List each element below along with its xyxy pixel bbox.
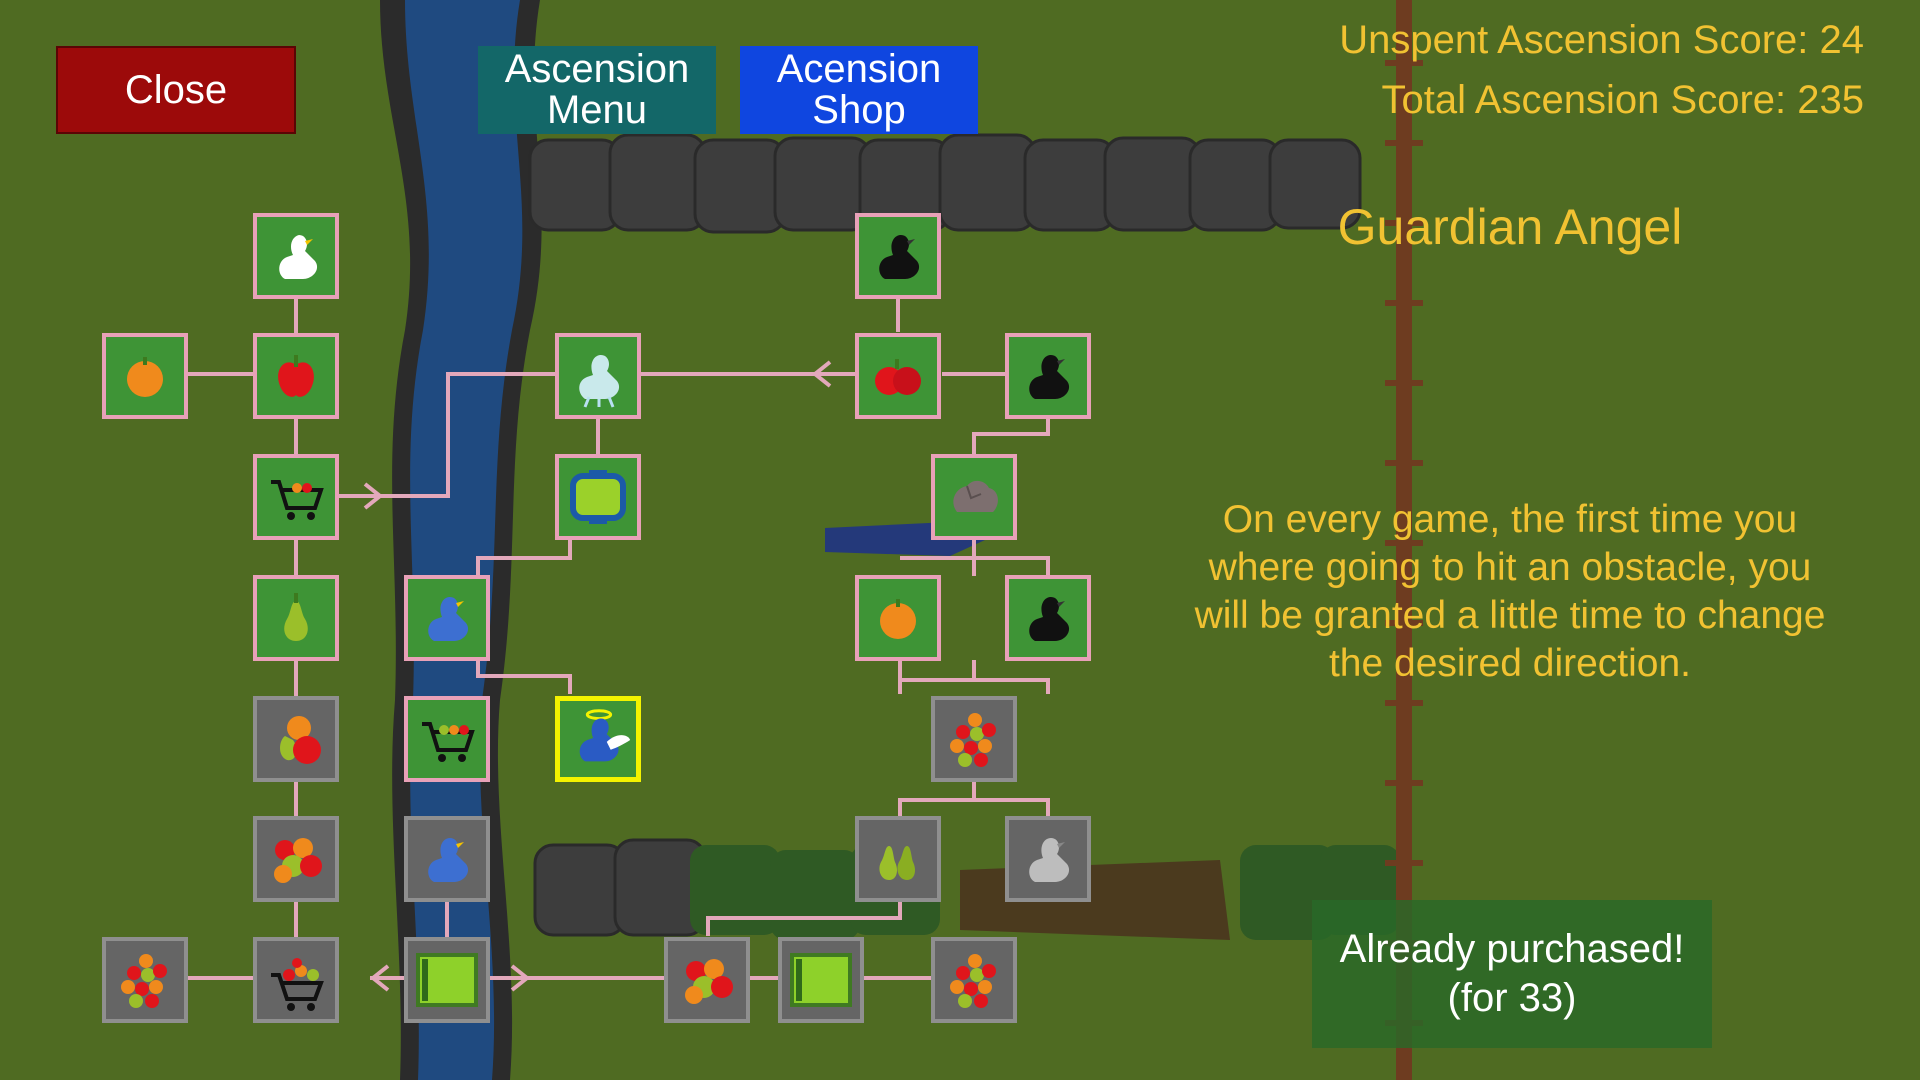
guardian-angel-icon	[579, 709, 631, 762]
skill-node[interactable]	[253, 213, 339, 299]
skill-node[interactable]	[102, 333, 188, 419]
unspent-score: Unspent Ascension Score: 24	[1339, 18, 1864, 62]
description-line: where going to hit an obstacle, you	[1208, 546, 1812, 589]
skill-node[interactable]	[404, 696, 490, 782]
mixed-fruit-icon	[280, 716, 321, 764]
skill-node[interactable]	[253, 333, 339, 419]
ascension-menu-label-line2: Menu	[546, 88, 648, 132]
fruit-bunch-icon	[121, 954, 167, 1008]
ability-title: Guardian Angel	[1337, 199, 1683, 255]
fruit-pile-icon	[685, 959, 733, 1004]
ascension-shop-label-line1: Acension	[776, 47, 942, 91]
description-line: On every game, the first time you	[1222, 498, 1798, 541]
total-score: Total Ascension Score: 235	[1381, 78, 1864, 122]
rock-icon	[953, 480, 998, 512]
skill-node[interactable]	[931, 937, 1017, 1023]
full-cart-icon	[271, 958, 324, 1011]
skill-node[interactable]	[855, 575, 941, 661]
description-line: the desired direction.	[1328, 642, 1692, 685]
close-button[interactable]: Close	[56, 46, 296, 134]
skill-node[interactable]	[855, 816, 941, 902]
ascension-menu-label-line1: Ascension	[504, 47, 690, 91]
white-goose-icon	[279, 235, 318, 279]
green-field-icon	[416, 953, 478, 1007]
blue-goose-icon	[428, 597, 469, 641]
ascension-shop-label-line2: Shop	[812, 88, 906, 132]
skill-node[interactable]	[931, 696, 1017, 782]
black-goose-icon	[1029, 597, 1070, 641]
grey-goose-icon	[1029, 838, 1070, 882]
fruit-bunch-icon	[950, 954, 996, 1008]
skill-node[interactable]	[555, 333, 641, 419]
skill-node[interactable]	[664, 937, 750, 1023]
skill-node[interactable]	[253, 696, 339, 782]
skill-node[interactable]	[1005, 575, 1091, 661]
skill-node[interactable]	[555, 696, 641, 782]
skill-node[interactable]	[931, 454, 1017, 540]
purchase-status-panel: Already purchased! (for 33)	[1312, 900, 1712, 1048]
ghost-goose-icon	[579, 355, 620, 408]
ability-description: On every game, the first time you where …	[1150, 496, 1870, 688]
green-field-icon	[790, 953, 852, 1007]
skill-node[interactable]	[778, 937, 864, 1023]
fruit-pile-icon	[274, 838, 322, 883]
shopping-cart-icon	[271, 480, 324, 520]
black-goose-icon	[1029, 355, 1070, 399]
skill-node[interactable]	[253, 937, 339, 1023]
fruit-bunch-icon	[950, 713, 996, 767]
skill-node[interactable]	[253, 454, 339, 540]
pears-icon	[879, 846, 915, 880]
skill-node[interactable]	[855, 333, 941, 419]
skill-node[interactable]	[102, 937, 188, 1023]
black-goose-icon	[879, 235, 920, 279]
skill-node[interactable]	[1005, 816, 1091, 902]
red-apples-icon	[875, 359, 921, 395]
description-line: will be granted a little time to change	[1194, 594, 1826, 637]
blue-goose-icon	[428, 838, 469, 882]
skill-node[interactable]	[555, 454, 641, 540]
orange-icon	[880, 599, 916, 639]
skill-node[interactable]	[1005, 333, 1091, 419]
skill-node[interactable]	[404, 575, 490, 661]
fruit-cart-icon	[422, 722, 475, 762]
skill-node[interactable]	[404, 937, 490, 1023]
orange-icon	[127, 357, 163, 397]
apple-icon	[278, 355, 314, 397]
pear-icon	[284, 593, 308, 641]
purchase-price: (for 33)	[1447, 976, 1577, 1020]
skill-node[interactable]	[253, 816, 339, 902]
skill-node[interactable]	[404, 816, 490, 902]
skill-node[interactable]	[253, 575, 339, 661]
purchase-status: Already purchased!	[1339, 927, 1685, 971]
skill-node[interactable]	[855, 213, 941, 299]
portal-frame-icon	[570, 470, 626, 524]
